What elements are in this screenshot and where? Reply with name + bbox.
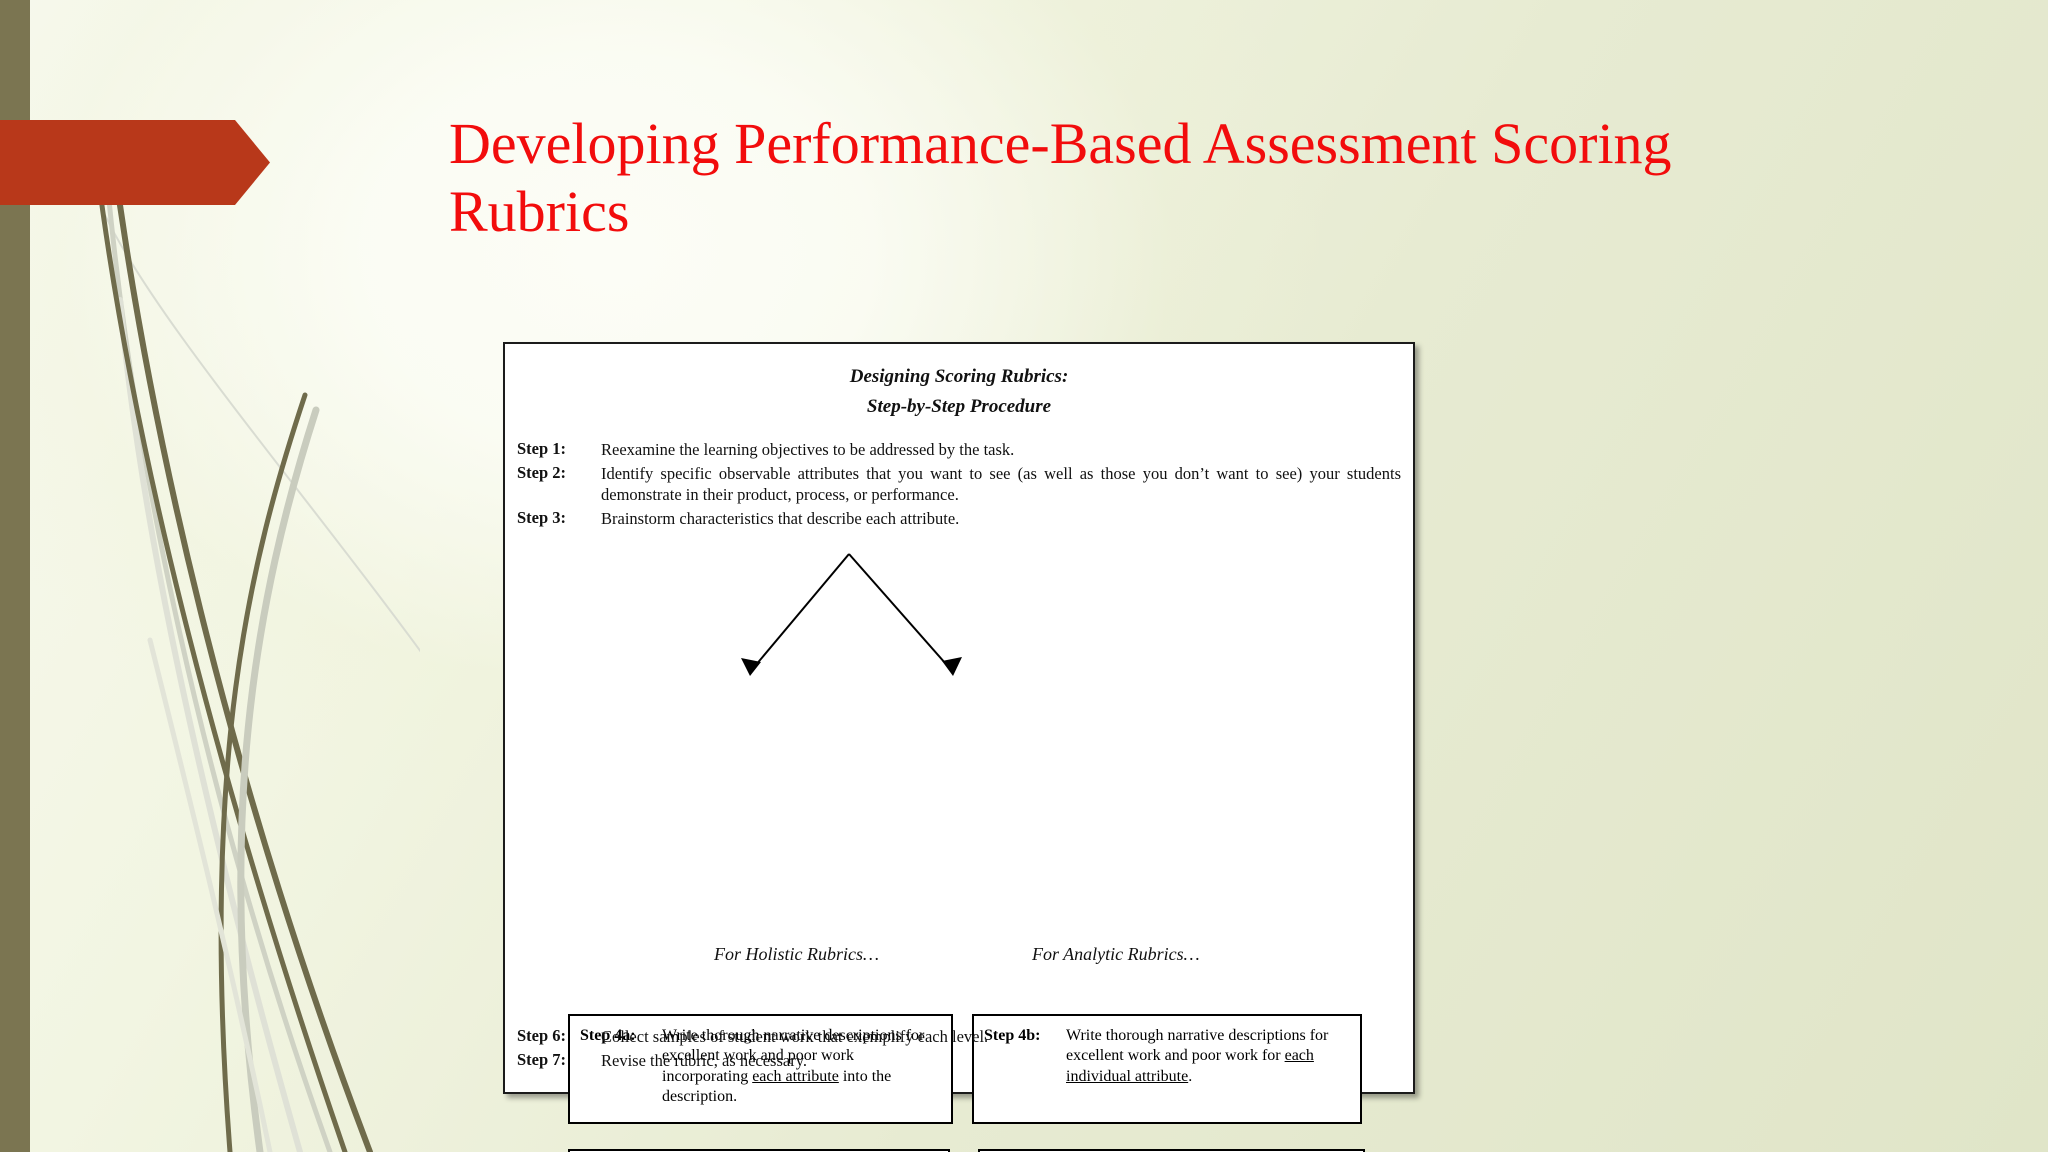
- flow-box-text: Write thorough narrative descriptions fo…: [1066, 1027, 1329, 1085]
- step-label: Step 3:: [517, 508, 567, 528]
- step-row: Step 2: Identify specific observable att…: [517, 463, 1401, 505]
- step-label: Step 6:: [517, 1025, 567, 1045]
- flow-box-label: Step 4b:: [984, 1027, 1041, 1044]
- flow-box-label: Step 4a:: [580, 1027, 636, 1044]
- page-title: Developing Performance-Based Assessment …: [449, 111, 1672, 244]
- step-label: Step 7:: [517, 1049, 567, 1069]
- flow-box-step-5b: Step 5b: Complete the rubric by describi…: [978, 1149, 1365, 1152]
- step-text: Identify specific observable attributes …: [601, 464, 1401, 505]
- steps-bottom-list: Step 6: Collect samples of student work …: [517, 1026, 1401, 1074]
- red-arrow-banner: [0, 120, 270, 205]
- document-subtitle: Step-by-Step Procedure: [866, 396, 1052, 417]
- flow-box-step-5a: Step 5a: Complete the rubric by describi…: [568, 1149, 950, 1152]
- steps-top-list: Step 1: Reexamine the learning objective…: [517, 439, 1401, 532]
- step-text: Brainstorm characteristics that describe…: [601, 509, 960, 529]
- flow-box-text: Write thorough narrative descriptions fo…: [662, 1027, 925, 1105]
- step-text: Revise the rubric, as necessary.: [601, 1050, 808, 1070]
- step-row: Step 3: Brainstorm characteristics that …: [517, 508, 1401, 529]
- step-text: Reexamine the learning objectives to be …: [601, 440, 1015, 459]
- step-text: Collect samples of student work that exe…: [601, 1026, 989, 1046]
- step-row: Step 6: Collect samples of student work …: [517, 1026, 1401, 1047]
- step-row: Step 1: Reexamine the learning objective…: [517, 439, 1401, 460]
- step-label: Step 1:: [517, 439, 567, 458]
- document-title: Designing Scoring Rubrics:: [849, 366, 1069, 387]
- step-label: Step 2:: [517, 463, 567, 483]
- flow-box-step-4b: Step 4b: Write thorough narrative descri…: [972, 1014, 1362, 1124]
- step-row: Step 7: Revise the rubric, as necessary.: [517, 1050, 1401, 1071]
- flow-box-step-4a: Step 4a: Write thorough narrative descri…: [568, 1014, 953, 1124]
- scoring-rubric-document: Designing Scoring Rubrics: Step-by-Step …: [503, 342, 1415, 1152]
- branch-label-holistic: For Holistic Rubrics…: [714, 944, 879, 964]
- branch-label-analytic: For Analytic Rubrics…: [1032, 944, 1200, 964]
- grass-decoration: [94, 152, 420, 1152]
